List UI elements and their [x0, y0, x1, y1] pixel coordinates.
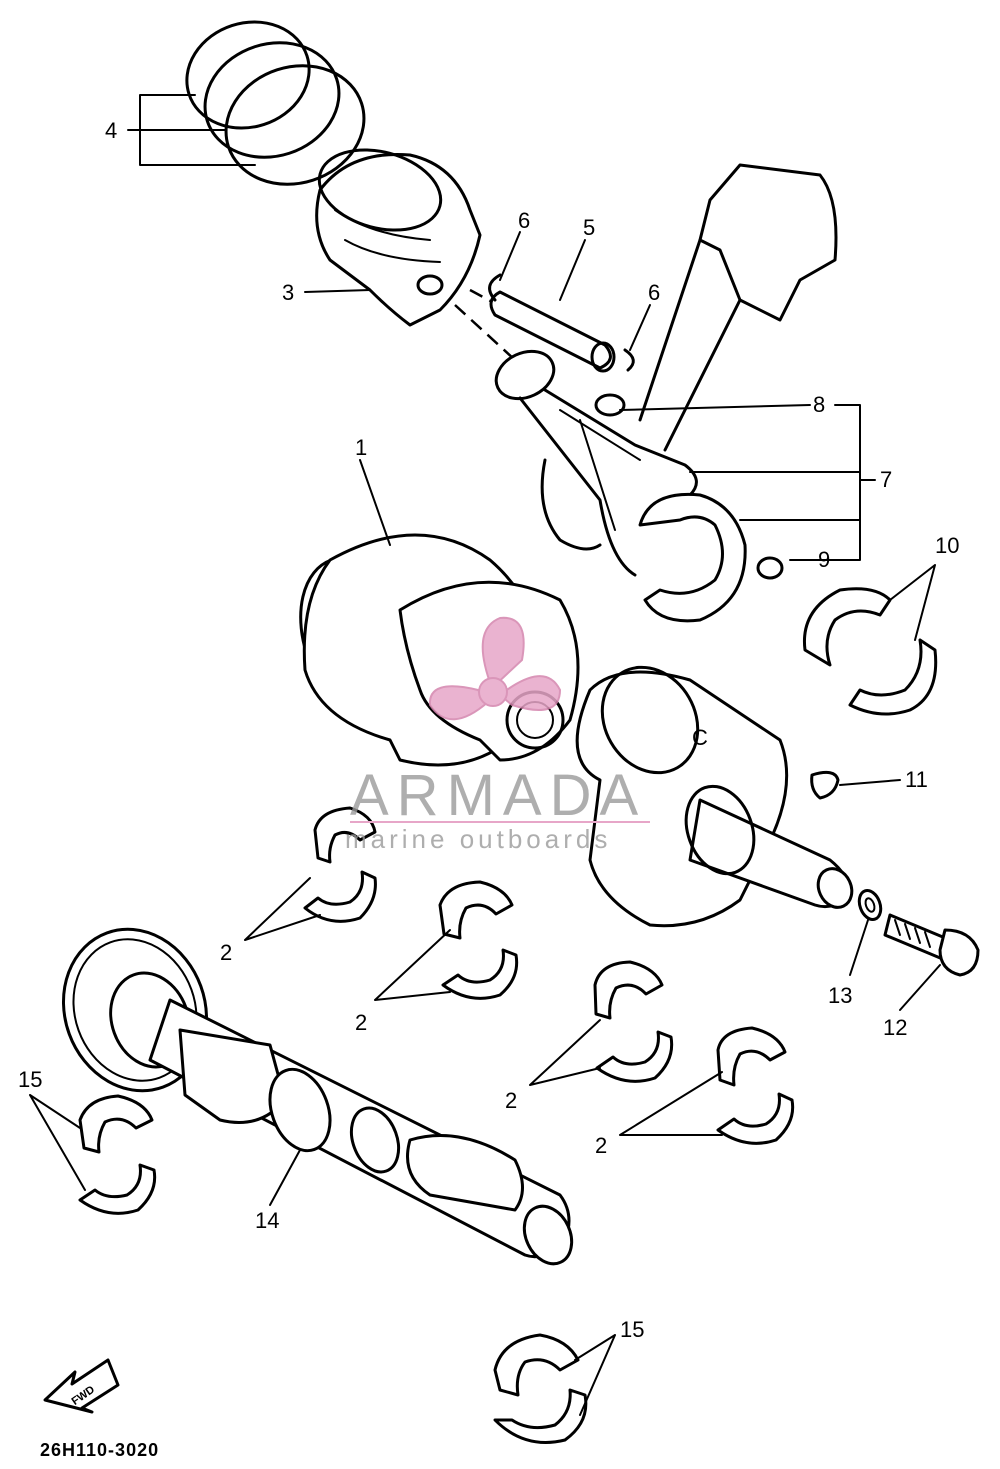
callout-9: 9 — [818, 547, 830, 572]
callout-15: 15 — [620, 1317, 644, 1342]
callout-5: 5 — [583, 215, 595, 240]
callout-11: 11 — [905, 767, 928, 792]
cylinder-outline — [638, 238, 702, 422]
callout-6: 6 — [648, 280, 660, 305]
part-code: 26H110-3020 — [40, 1440, 159, 1460]
bearing-15-lower — [493, 1333, 588, 1444]
rod-cap — [638, 492, 747, 623]
washer — [857, 888, 883, 922]
woodruff-key — [810, 770, 840, 800]
nut — [756, 556, 784, 580]
balancer-shaft — [61, 927, 574, 1266]
crankshaft — [299, 533, 854, 928]
piston-rings — [185, 20, 366, 186]
fwd-arrow-icon — [43, 1358, 120, 1414]
callout-1: 1 — [355, 435, 367, 460]
watermark-brand: ARMADA — [350, 763, 646, 828]
callout-13: 13 — [828, 983, 852, 1008]
main-bearing-set — [438, 880, 519, 1000]
callout-7: 7 — [880, 467, 892, 492]
callout-2: 2 — [355, 1010, 367, 1035]
callout-6: 6 — [518, 208, 530, 233]
cylinder-outline — [698, 163, 838, 322]
pin-clip — [623, 348, 635, 372]
callout-12: 12 — [883, 1015, 907, 1040]
callout-2: 2 — [505, 1088, 517, 1113]
bolt — [883, 913, 980, 977]
leader-lines — [29, 94, 941, 1416]
main-bearing-set — [716, 1026, 795, 1145]
piston — [315, 148, 482, 327]
callout-14: 14 — [255, 1208, 279, 1233]
main-bearing-set — [593, 960, 674, 1083]
callout-15: 15 — [18, 1067, 42, 1092]
connecting-rod — [494, 349, 698, 577]
crank-mark: C — [692, 725, 708, 750]
callout-2: 2 — [595, 1133, 607, 1158]
bearing-10 — [802, 587, 938, 716]
callout-10: 10 — [935, 533, 959, 558]
guide-line — [454, 304, 516, 361]
watermark: ARMADA marine outboards — [345, 616, 650, 854]
cylinder-outline — [663, 298, 742, 452]
callout-3: 3 — [282, 280, 294, 305]
callout-labels: 1 2 2 2 2 3 4 5 6 6 7 8 9 10 11 12 13 14… — [18, 118, 959, 1342]
watermark-tagline: marine outboards — [345, 824, 611, 854]
pin-clip — [488, 273, 502, 302]
propeller-logo-icon — [428, 616, 562, 721]
callout-2: 2 — [220, 940, 232, 965]
bearing-15-upper — [78, 1094, 157, 1215]
callout-4: 4 — [105, 118, 117, 143]
callout-8: 8 — [813, 392, 825, 417]
